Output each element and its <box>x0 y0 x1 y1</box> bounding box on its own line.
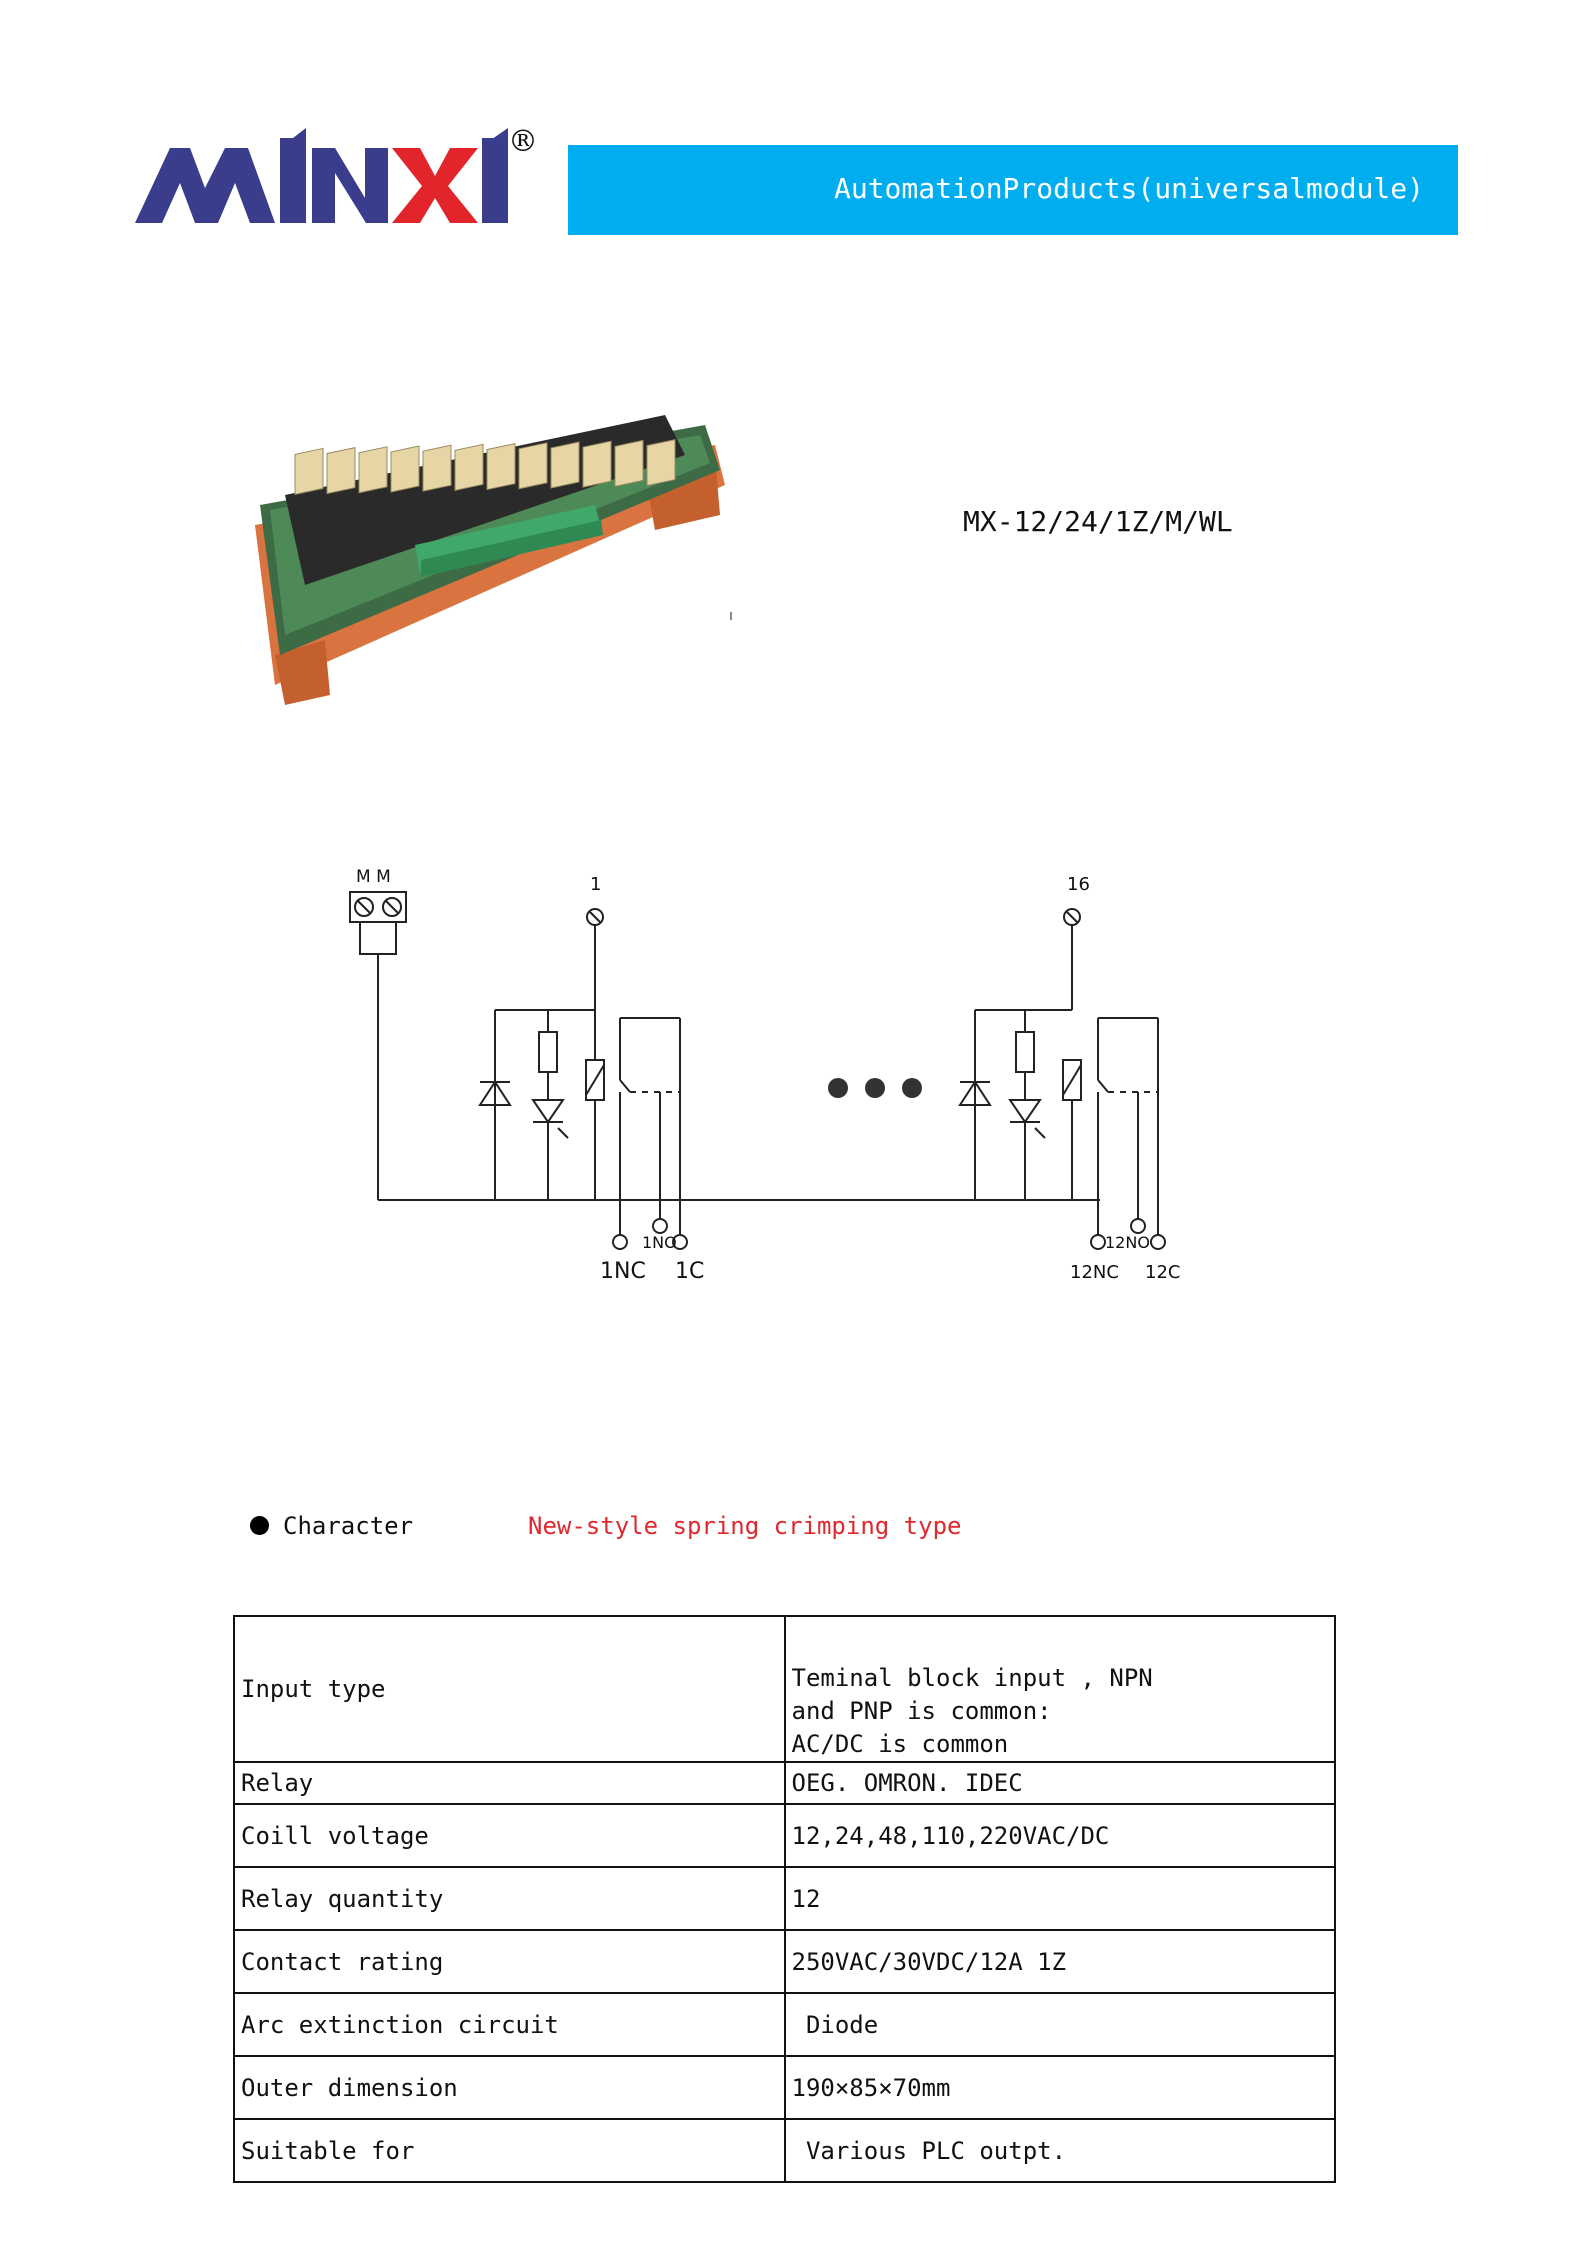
spec-value: 250VAC/30VDC/12A 1Z <box>783 1929 1336 1994</box>
ch16-input-label: 16 <box>1067 874 1090 895</box>
spec-value-line: Teminal block input , NPN <box>791 1664 1153 1692</box>
table-row: Arc extinction circuit Diode <box>233 1992 1336 2057</box>
photo-mark <box>730 612 732 620</box>
spec-value: OEG. OMRON. IDEC <box>783 1761 1336 1805</box>
bullet-icon <box>250 1515 269 1535</box>
spec-value: 12,24,48,110,220VAC/DC <box>783 1803 1336 1868</box>
ch16-no-label: 12NO <box>1105 1233 1150 1252</box>
spec-value-line: and PNP is common: <box>791 1697 1052 1725</box>
spec-value: 190×85×70mm <box>783 2055 1336 2120</box>
spec-label: Outer dimension <box>233 2055 786 2120</box>
spec-label: Suitable for <box>233 2118 786 2183</box>
spec-label: Arc extinction circuit <box>233 1992 786 2057</box>
relay-module-photo <box>245 355 745 715</box>
wiring-schematic: M M 1 <box>330 860 1230 1310</box>
table-row: Contact rating 250VAC/30VDC/12A 1Z <box>233 1929 1336 1994</box>
banner-title: AutomationProducts(universalmodule) <box>833 172 1424 205</box>
ch1-no-label: 1NO <box>642 1233 677 1252</box>
spec-label: Relay quantity <box>233 1866 786 1931</box>
spec-table: Input type Teminal block input , NPN and… <box>233 1615 1336 2183</box>
character-value: New-style spring crimping type <box>528 1512 962 1540</box>
spec-value: 12 <box>783 1866 1336 1931</box>
table-row: Input type Teminal block input , NPN and… <box>233 1615 1336 1763</box>
model-number: MX-12/24/1Z/M/WL <box>963 505 1233 538</box>
spec-value: Various PLC outpt. <box>783 2118 1336 2183</box>
character-label: Character <box>283 1512 414 1540</box>
spec-value: Teminal block input , NPN and PNP is com… <box>783 1615 1336 1763</box>
minxi-logo <box>130 118 550 238</box>
spec-label: Coill voltage <box>233 1803 786 1868</box>
spec-label: Contact rating <box>233 1929 786 1994</box>
table-row: Suitable for Various PLC outpt. <box>233 2118 1336 2183</box>
ch16-c-label: 12C <box>1145 1262 1180 1283</box>
spec-value-line: AC/DC is common <box>791 1730 1009 1758</box>
table-row: Coill voltage 12,24,48,110,220VAC/DC <box>233 1803 1336 1868</box>
ch1-input-label: 1 <box>590 874 601 895</box>
ch16-nc-label: 12NC <box>1070 1262 1119 1283</box>
spec-label: Input type <box>233 1615 786 1763</box>
ch1-nc-label: 1NC <box>600 1259 646 1284</box>
ch1-c-label: 1C <box>675 1259 704 1284</box>
character-row: Character <box>250 1512 413 1540</box>
spec-label: Relay <box>233 1761 786 1805</box>
mm-label: M M <box>356 867 391 887</box>
table-row: Relay OEG. OMRON. IDEC <box>233 1761 1336 1805</box>
spec-value: Diode <box>783 1992 1336 2057</box>
table-row: Relay quantity 12 <box>233 1866 1336 1931</box>
header-banner: AutomationProducts(universalmodule) <box>568 145 1458 235</box>
registered-mark: ® <box>508 124 538 159</box>
table-row: Outer dimension 190×85×70mm <box>233 2055 1336 2120</box>
